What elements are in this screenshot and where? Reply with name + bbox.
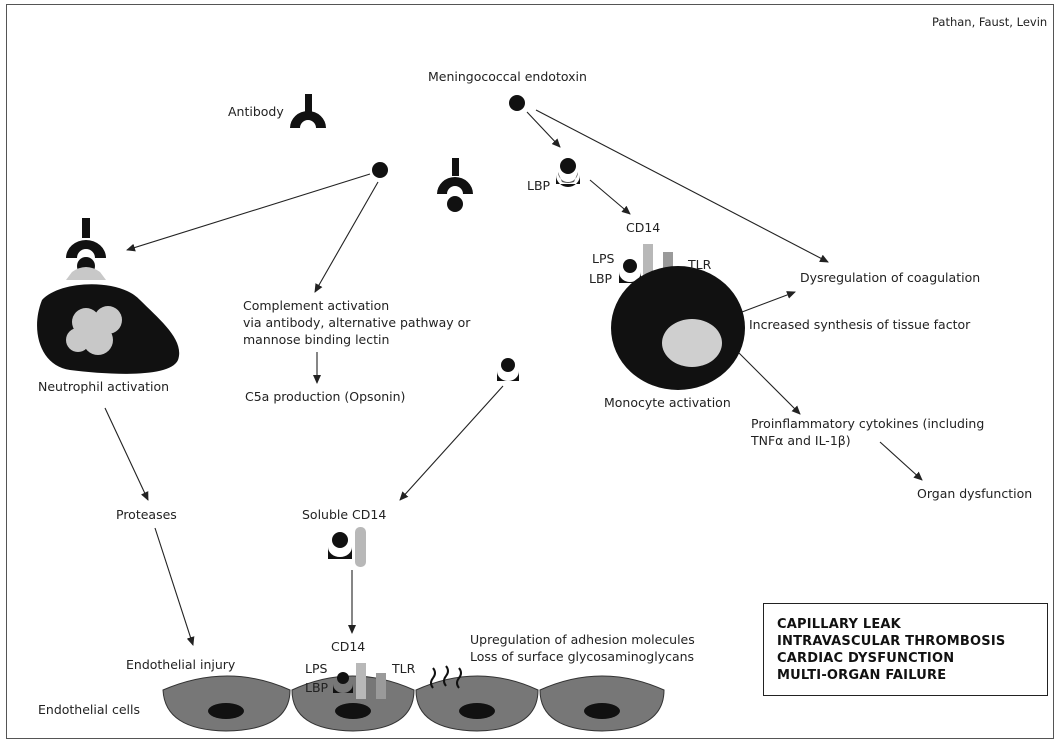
endothelial-cells-label: Endothelial cells — [38, 702, 140, 717]
soluble-cd14-label: Soluble CD14 — [302, 507, 387, 522]
soluble-cd14-icon — [328, 527, 366, 567]
tlr-endothelial-label: TLR — [392, 661, 416, 676]
monocyte-lps — [623, 259, 637, 273]
endotoxin-label: Meningococcal endotoxin — [428, 69, 587, 84]
neutrophil-cell — [37, 218, 180, 374]
antibody-icon-legend — [290, 94, 326, 128]
arrow-monocyte-to-coagulation — [741, 291, 796, 313]
figure-frame — [6, 4, 1054, 739]
antibody-bound-lps-icon — [437, 158, 473, 212]
cytokines-label-line1: Proinflammatory cytokines (including — [751, 416, 985, 431]
lbp-monocyte-label: LBP — [589, 271, 613, 286]
outcomes-box: CAPILLARY LEAK INTRAVASCULAR THROMBOSIS … — [763, 603, 1048, 696]
endothelial-injury-label: Endothelial injury — [126, 657, 236, 672]
free-endotoxin-particle — [372, 162, 388, 178]
monocyte-activation-label: Monocyte activation — [604, 395, 731, 410]
complement-label-line3: mannose binding lectin — [243, 332, 390, 347]
c5a-label: C5a production (Opsonin) — [245, 389, 406, 404]
complement-label-line2: via antibody, alternative pathway or — [243, 315, 471, 330]
outcome-cardiac-dysfunction: CARDIAC DYSFUNCTION — [777, 651, 955, 666]
endotoxin-particle — [509, 95, 525, 111]
neutrophil-activation-label: Neutrophil activation — [38, 379, 170, 394]
endothelial-tlr-receptor — [376, 673, 386, 699]
outcome-capillary-leak: CAPILLARY LEAK — [777, 617, 901, 632]
arrow-monocyte-to-cytokines — [737, 351, 801, 415]
outcome-intravascular-thrombosis: INTRAVASCULAR THROMBOSIS — [777, 634, 1006, 649]
proteases-label: Proteases — [116, 507, 177, 522]
monocyte-cell — [611, 244, 745, 390]
lps-endothelial-label: LPS — [305, 661, 328, 676]
adhesion-label-line2: Loss of surface glycosaminoglycans — [470, 649, 695, 664]
arrows — [104, 109, 923, 646]
lbp-top-label: LBP — [527, 178, 551, 193]
organ-dysfunction-label: Organ dysfunction — [917, 486, 1033, 501]
adhesion-label-line1: Upregulation of adhesion molecules — [470, 632, 695, 647]
lbp-lps-complex-icon — [556, 158, 580, 187]
arrow-lbp-to-cd14 — [589, 179, 631, 215]
cd14-receptor — [643, 244, 653, 286]
outcome-multi-organ-failure: MULTI-ORGAN FAILURE — [777, 668, 947, 683]
tlr-monocyte-label: TLR — [688, 257, 712, 272]
endothelial-cells — [162, 663, 665, 732]
endothelial-cd14-receptor — [356, 663, 366, 699]
glycocalyx-squiggles — [430, 665, 462, 689]
tissue-factor-label: Increased synthesis of tissue factor — [749, 317, 971, 332]
arrow-lps-to-soluble-cd14 — [399, 385, 504, 501]
complement-label-line1: Complement activation — [243, 298, 390, 313]
arrow-endotoxin-to-lbp — [526, 111, 561, 148]
coagulation-label: Dysregulation of coagulation — [800, 270, 981, 285]
arrow-endotoxin-to-coagulation — [535, 109, 829, 263]
lps-lbp-free-icon — [497, 358, 519, 381]
credit-text: Pathan, Faust, Levin — [932, 15, 1048, 29]
cytokines-label-line2: TNFα and IL-1β) — [751, 433, 851, 448]
monocyte-nucleus — [662, 319, 722, 367]
cd14-monocyte-label: CD14 — [626, 220, 661, 235]
lbp-endothelial-label: LBP — [305, 680, 329, 695]
lps-monocyte-label: LPS — [592, 251, 615, 266]
arrow-proteases-to-injury — [154, 527, 195, 646]
arrow-dot-to-neutrophil — [126, 173, 371, 252]
arrow-cytokines-to-organ — [879, 441, 923, 481]
antibody-label: Antibody — [228, 104, 284, 119]
cd14-endothelial-label: CD14 — [331, 639, 366, 654]
arrow-dot-to-complement — [314, 181, 379, 293]
arrow-neutrophil-to-proteases — [104, 407, 149, 501]
